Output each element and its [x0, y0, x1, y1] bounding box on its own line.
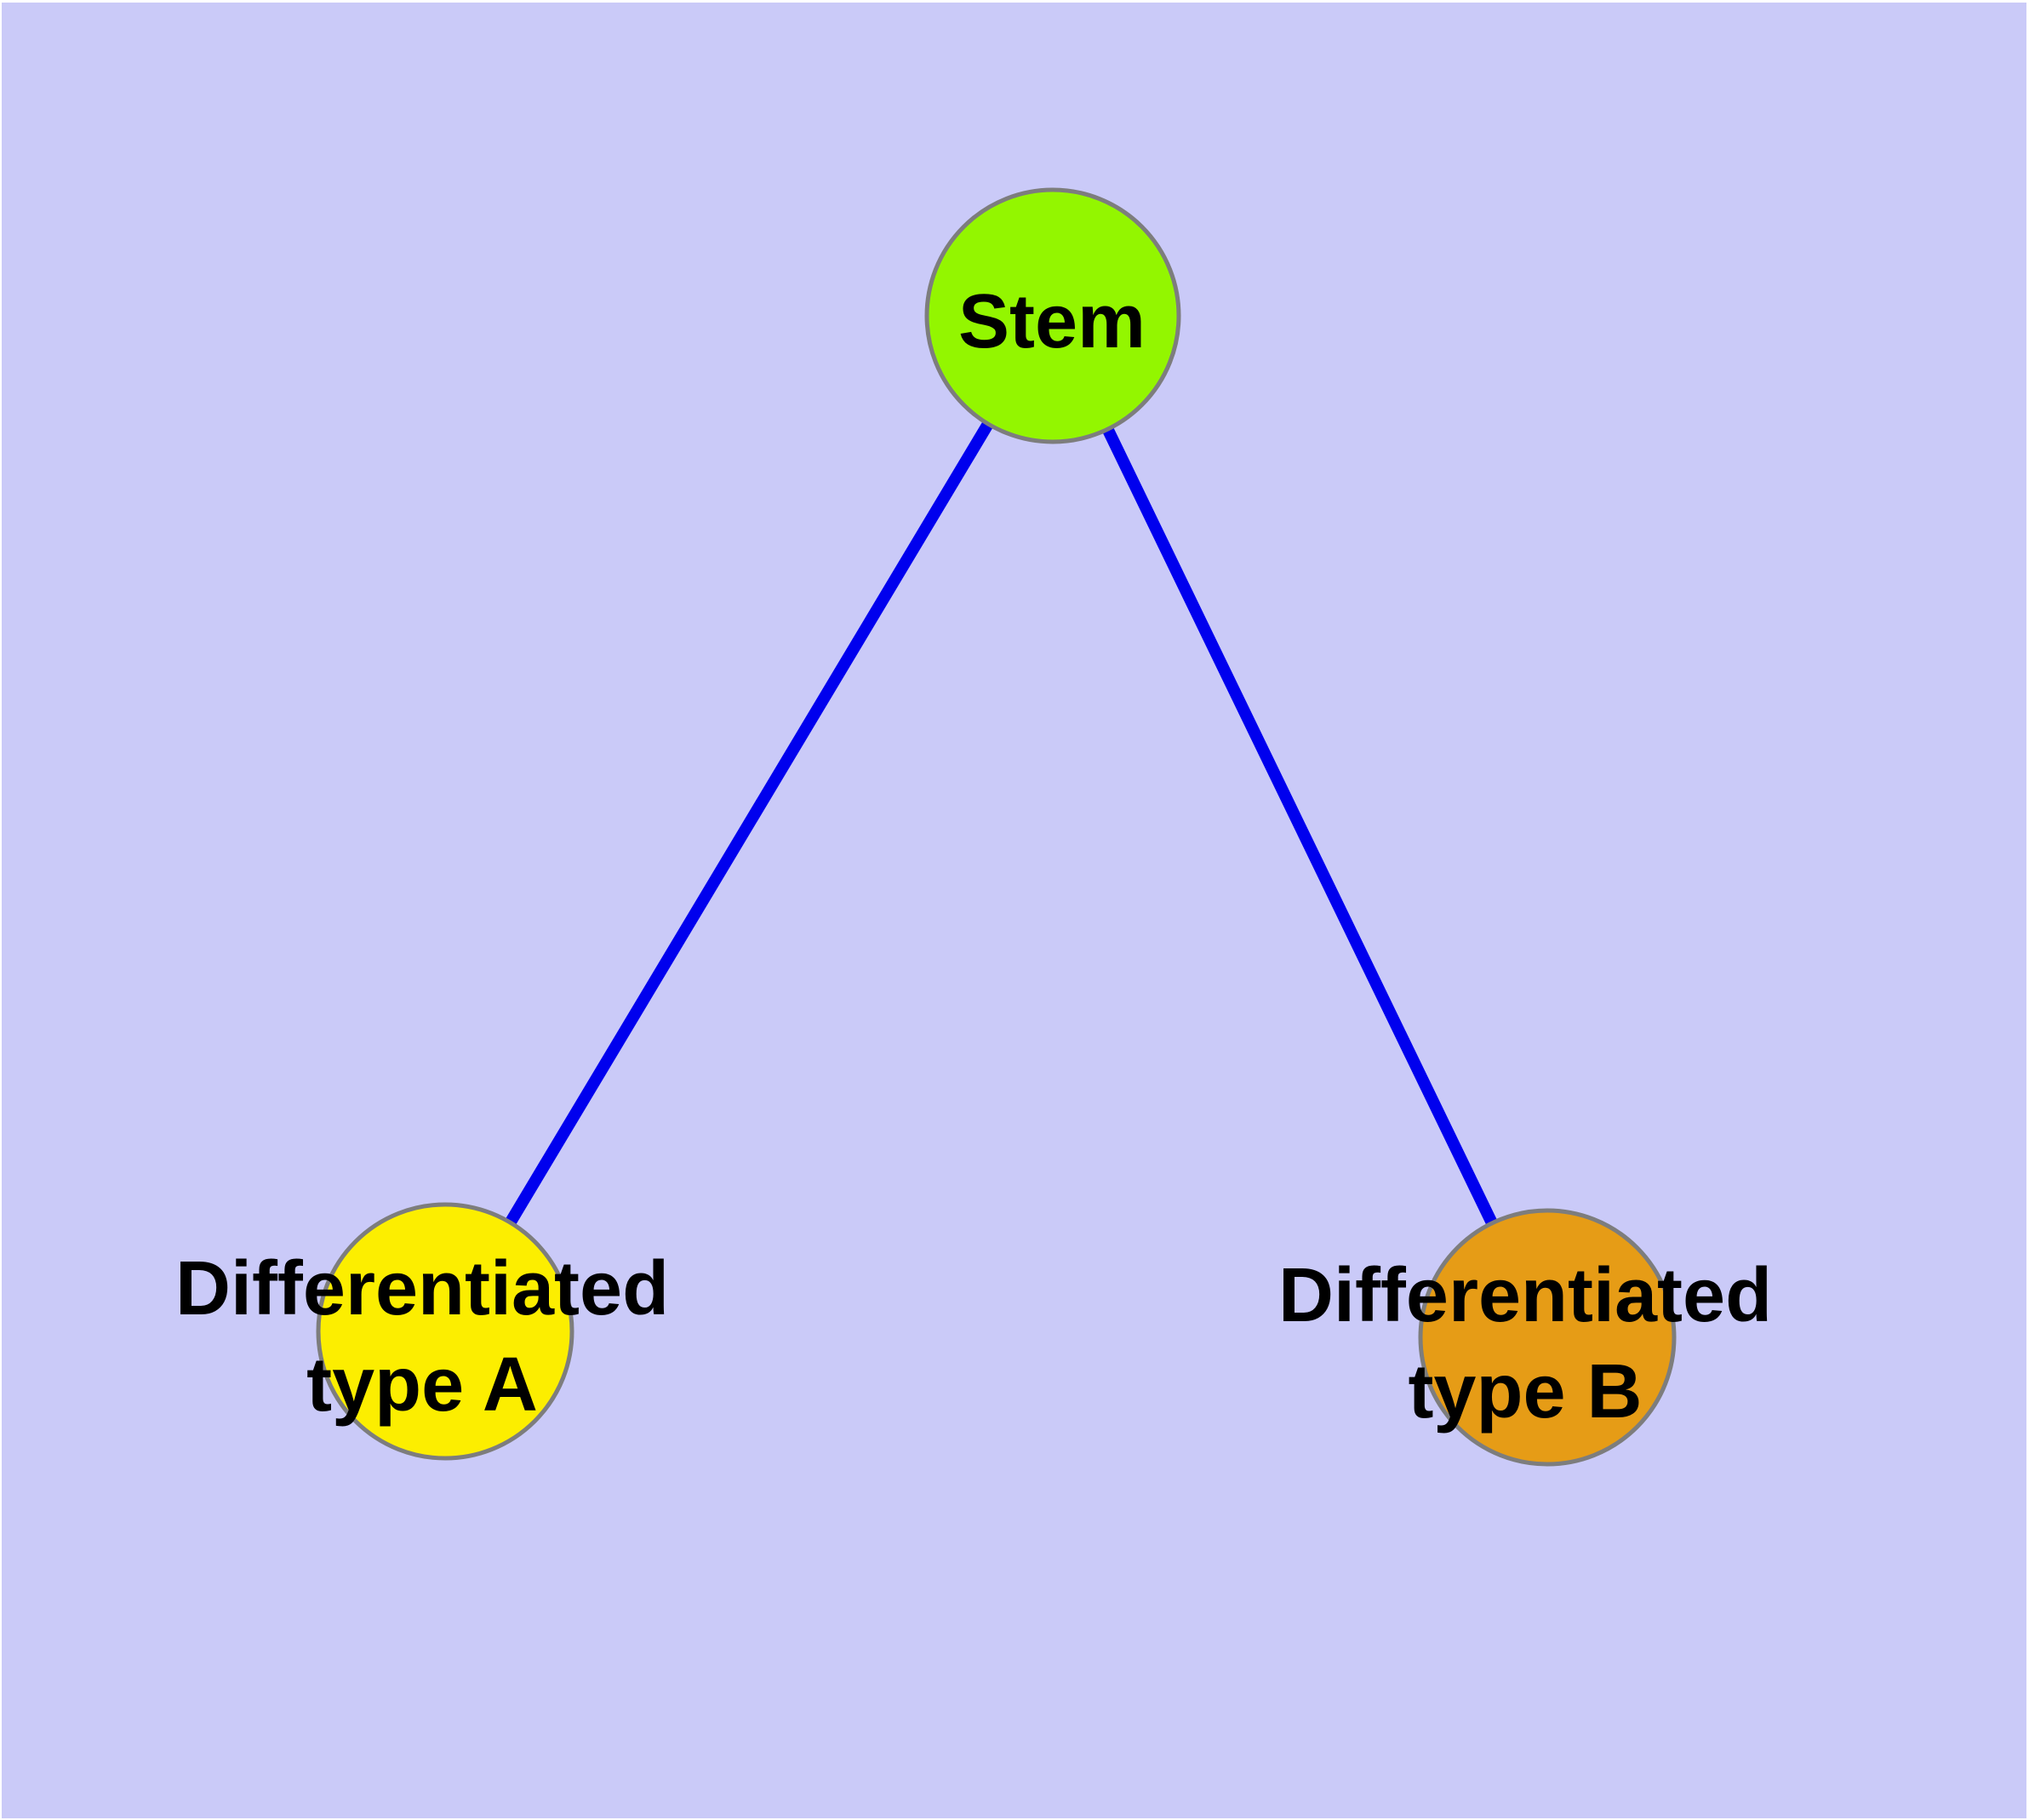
node-stem — [924, 187, 1181, 444]
label-line: Differentiated — [1277, 1253, 1773, 1338]
node-stem-label: Stem — [958, 274, 1146, 370]
node-type-a — [316, 1202, 574, 1461]
label-line: type B — [1408, 1349, 1643, 1434]
label-line: Differentiated — [174, 1246, 670, 1331]
edge-stem-to-type-a — [439, 310, 1059, 1337]
node-type-b — [1418, 1208, 1677, 1467]
label-line: type A — [306, 1342, 538, 1428]
edge-stem-to-type-b — [1047, 310, 1553, 1343]
label-line: Stem — [957, 279, 1146, 364]
node-type-b-label: Differentiated type B — [1278, 1248, 1772, 1440]
node-type-a-label: Differentiated type A — [175, 1241, 669, 1434]
